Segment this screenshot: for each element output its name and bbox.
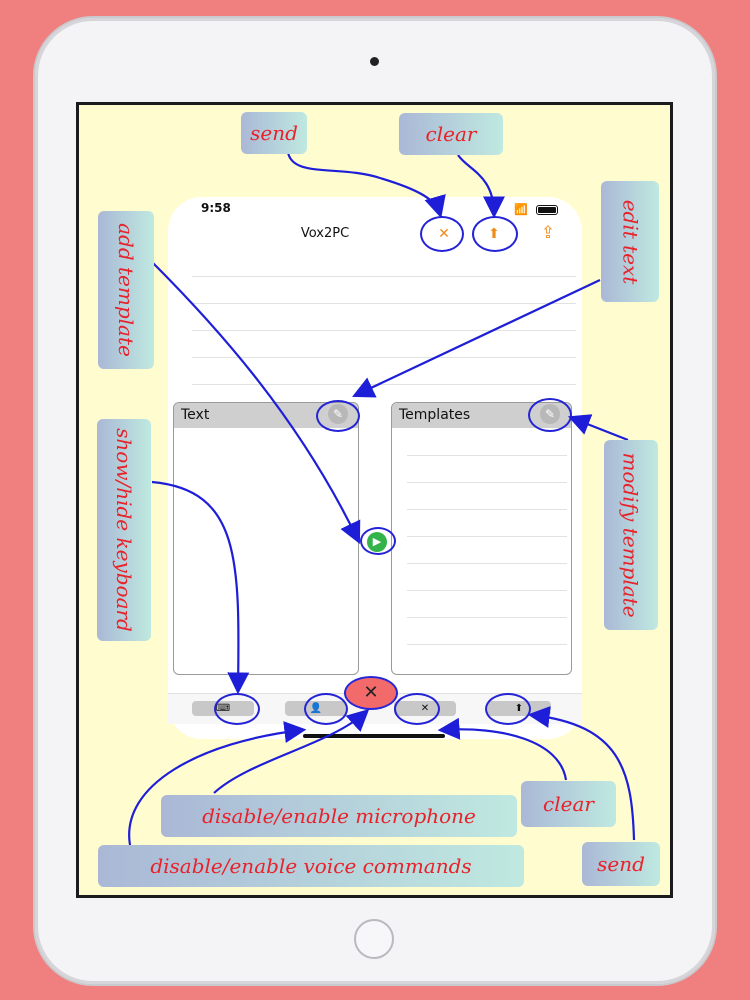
annotation-add-template-label: add template [114, 223, 139, 357]
home-button[interactable] [354, 919, 394, 959]
text-line [192, 357, 576, 358]
share-icon: ⇪ [540, 223, 556, 243]
annotation-show-hide-keyboard: show/hide keyboard [97, 419, 151, 641]
template-line [407, 590, 567, 591]
text-pane[interactable]: Text [173, 402, 359, 675]
arrow-show-hide-keyboard [151, 480, 250, 695]
annotation-clear-bottom: clear [521, 781, 616, 827]
annotation-send-bottom: send [582, 842, 660, 886]
microphone-button[interactable]: ✕ [344, 676, 398, 710]
highlight-ring-play [360, 527, 396, 555]
annotation-edit-text: edit text [601, 181, 659, 302]
text-line [192, 330, 576, 331]
home-indicator [303, 734, 445, 738]
arrow-send-bottom [527, 706, 636, 841]
annotation-send-top: send [241, 112, 307, 154]
arrow-modify-template [567, 414, 629, 442]
annotation-show-hide-keyboard-label: show/hide keyboard [112, 428, 137, 632]
text-line [192, 384, 576, 385]
arrow-mic [213, 709, 370, 794]
template-line [407, 563, 567, 564]
status-time: 9:58 [201, 201, 231, 215]
template-line [407, 644, 567, 645]
arrow-edit-text [352, 279, 601, 398]
annotation-mic: disable/enable microphone [161, 795, 517, 837]
template-line [407, 617, 567, 618]
annotation-voice: disable/enable voice commands [98, 845, 524, 887]
template-line [407, 482, 567, 483]
arrow-send-top [286, 151, 446, 219]
camera [370, 57, 379, 66]
highlight-ring-voice [304, 693, 348, 725]
annotation-edit-text-label: edit text [618, 199, 642, 284]
template-line [407, 509, 567, 510]
wifi-icon: 📶 [514, 203, 528, 216]
arrow-clear-top [457, 154, 505, 219]
highlight-ring-toolbar-clear [394, 693, 440, 725]
template-line [407, 536, 567, 537]
text-line [192, 303, 576, 304]
template-line [407, 455, 567, 456]
share-button[interactable]: ⇪ [537, 223, 559, 243]
templates-pane[interactable]: Templates [391, 402, 572, 675]
annotation-modify-template-label: modify template [619, 452, 644, 618]
microphone-off-icon: ✕ [363, 682, 379, 703]
text-line [192, 276, 576, 277]
arrow-clear-bottom [437, 717, 568, 781]
battery-icon [536, 205, 558, 215]
nav-title: Vox2PC [300, 226, 350, 241]
arrow-add-template [151, 261, 361, 544]
annotation-clear-top: clear [399, 113, 503, 155]
annotation-add-template: add template [98, 211, 154, 369]
arrow-voice [128, 721, 307, 846]
highlight-ring-edit-text [316, 400, 360, 432]
annotation-modify-template: modify template [604, 440, 658, 630]
